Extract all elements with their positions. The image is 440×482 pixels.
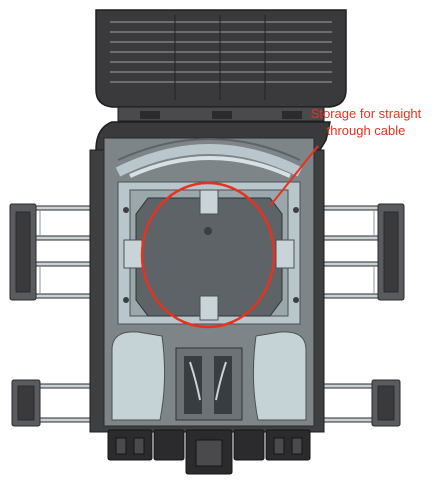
top-cable-guides: [115, 138, 303, 178]
left-bracket-upper: [9, 203, 97, 301]
bottom-cable-ports: [107, 429, 311, 475]
bottom-cable-channels: [111, 331, 307, 421]
storage-callout-label: Storage for straight through cable: [300, 105, 432, 139]
callout-leader-line: [269, 145, 319, 207]
right-bracket-upper: [317, 203, 405, 301]
hinge-strip: [117, 106, 325, 122]
right-bracket-lower: [317, 379, 401, 427]
storage-area-circle: [140, 181, 276, 329]
storage-highlight: [140, 145, 319, 329]
enclosure-lid: [95, 9, 347, 108]
callout-line-2: through cable: [326, 123, 406, 138]
callout-line-1: Storage for straight: [310, 106, 422, 121]
left-bracket-lower: [11, 379, 97, 427]
